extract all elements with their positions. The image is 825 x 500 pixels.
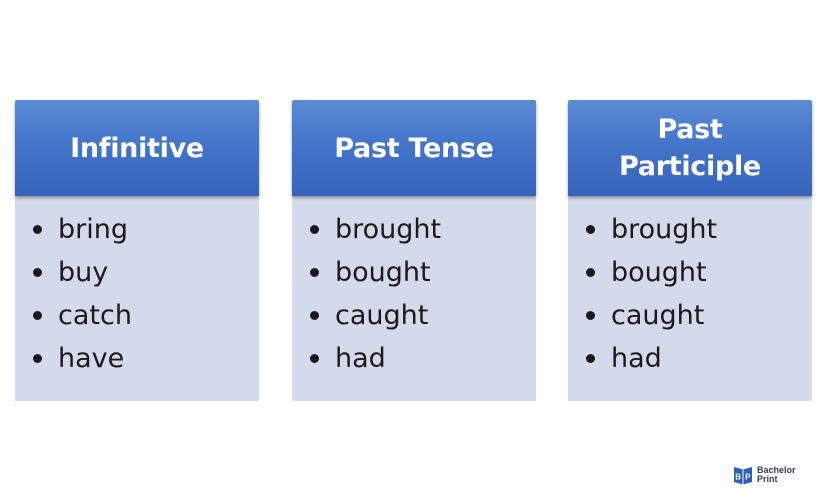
column-header: Past Participle <box>568 100 812 196</box>
verb-text: caught <box>335 300 429 331</box>
bullet-icon <box>310 225 319 234</box>
column-past-tense: Past Tense brought bought caught had <box>292 100 536 401</box>
list-item: brought <box>304 208 536 251</box>
column-body: brought bought caught had <box>568 196 812 401</box>
list-item: caught <box>304 294 536 337</box>
bullet-icon <box>33 268 42 277</box>
verb-text: brought <box>335 214 442 245</box>
verb-text: caught <box>611 300 705 331</box>
list-item: bought <box>580 251 812 294</box>
column-header: Infinitive <box>15 100 259 196</box>
list-item: had <box>580 337 812 380</box>
bullet-icon <box>586 354 595 363</box>
list-item: bought <box>304 251 536 294</box>
header-text-line-1: Past <box>657 114 723 145</box>
verb-text: have <box>58 343 125 374</box>
bullet-icon <box>310 354 319 363</box>
logo-monogram-p: P <box>745 473 751 482</box>
verb-text: bought <box>611 257 707 288</box>
logo-word-1: Bachelor <box>757 465 796 475</box>
verb-text: had <box>335 343 386 374</box>
bullet-icon <box>586 311 595 320</box>
column-body: bring buy catch have <box>15 196 259 401</box>
list-item: caught <box>580 294 812 337</box>
list-item: have <box>27 337 259 380</box>
column-body: brought bought caught had <box>292 196 536 401</box>
list-item: catch <box>27 294 259 337</box>
header-text: Infinitive <box>70 132 204 164</box>
column-past-participle: Past Participle brought bought caught ha… <box>568 100 812 401</box>
logo-word-2: Print <box>757 474 778 484</box>
list-item: bring <box>27 208 259 251</box>
bullet-icon <box>586 225 595 234</box>
verb-list: bring buy catch have <box>15 196 259 380</box>
header-text-line-2: Participle <box>619 151 761 182</box>
bullet-icon <box>33 354 42 363</box>
logo-wordmark: Bachelor Print <box>757 466 796 484</box>
verb-text: bring <box>58 214 128 245</box>
header-text: Past Tense <box>334 132 494 164</box>
verb-text: brought <box>611 214 718 245</box>
column-infinitive: Infinitive bring buy catch have <box>15 100 259 401</box>
bullet-icon <box>310 268 319 277</box>
bullet-icon <box>33 225 42 234</box>
list-item: brought <box>580 208 812 251</box>
verb-text: buy <box>58 257 109 288</box>
list-item: buy <box>27 251 259 294</box>
logo-monogram-b: B <box>735 473 741 482</box>
list-item: had <box>304 337 536 380</box>
verb-list: brought bought caught had <box>292 196 536 380</box>
book-logo-icon: B P <box>734 467 752 485</box>
verb-text: had <box>611 343 662 374</box>
verb-text: catch <box>58 300 132 331</box>
bullet-icon <box>33 311 42 320</box>
bachelorprint-logo: B P Bachelor Print <box>732 464 796 486</box>
verb-text: bought <box>335 257 431 288</box>
bullet-icon <box>310 311 319 320</box>
column-header: Past Tense <box>292 100 536 196</box>
bullet-icon <box>586 268 595 277</box>
verb-list: brought bought caught had <box>568 196 812 380</box>
